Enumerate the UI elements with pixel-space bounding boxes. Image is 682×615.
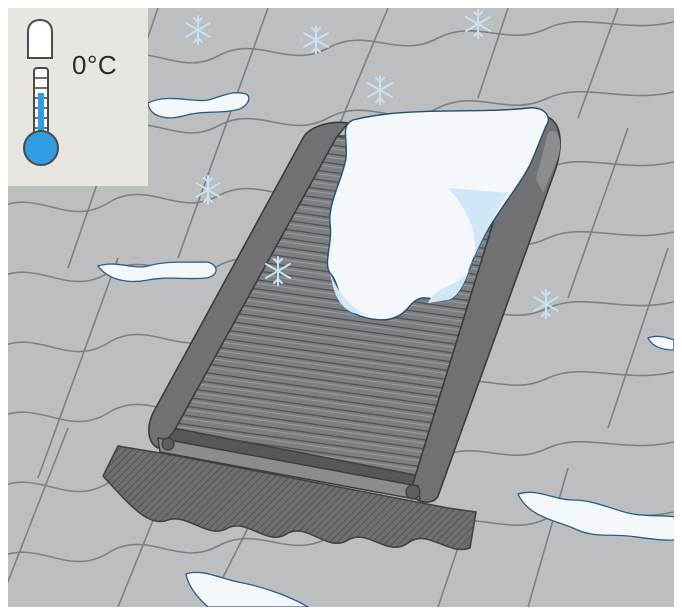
snowflake-icon (368, 76, 392, 104)
illustration-scene: 0°C (8, 8, 674, 607)
snowflake-icon (466, 10, 490, 38)
temperature-label: 0°C (72, 50, 117, 81)
thermometer-icon (8, 8, 148, 186)
snowflake-icon (534, 290, 558, 318)
snowflake-icon (186, 16, 210, 44)
temperature-panel: 0°C (8, 8, 148, 186)
